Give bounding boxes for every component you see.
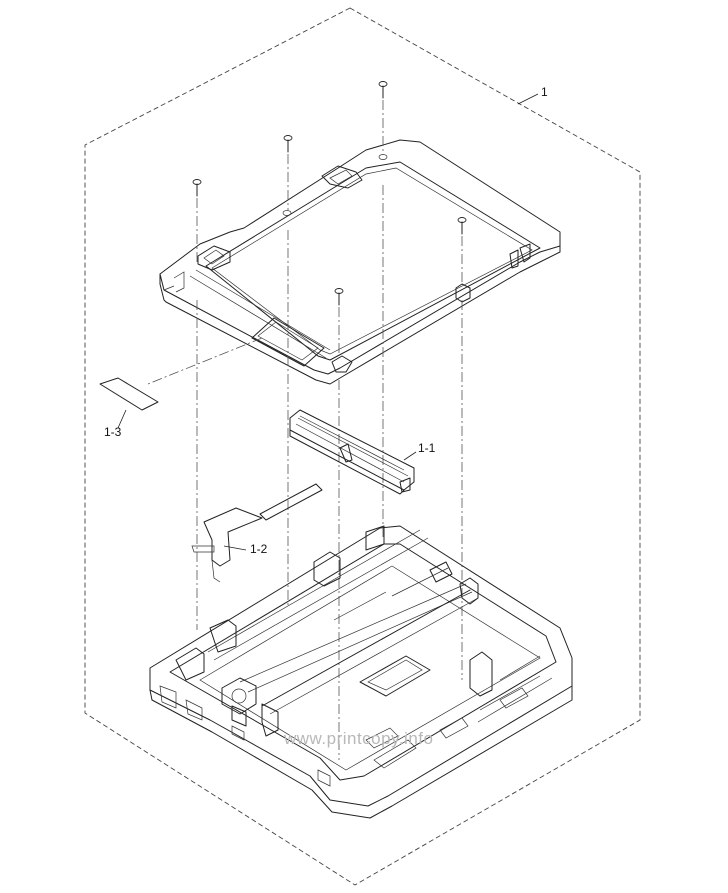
callout-1-1-leader	[403, 451, 417, 461]
screw-2-icon	[283, 135, 293, 153]
part-1-2-flat-cable	[191, 483, 323, 583]
screw-5-icon	[334, 288, 344, 306]
part-1-3-sticker	[99, 377, 159, 411]
callout-1-leader	[517, 93, 539, 105]
callout-1-3-leader	[117, 409, 127, 429]
callout-1-3-label: 1-3	[104, 425, 122, 439]
screw-3-icon	[192, 179, 202, 197]
lower-scanner-housing	[149, 525, 573, 819]
screw-4-icon	[457, 217, 467, 235]
assembly-boundary	[84, 7, 641, 886]
watermark-text: www.printcopy.info	[283, 729, 433, 748]
screw-icons	[192, 81, 467, 306]
screw-1-icon	[378, 81, 388, 99]
scanner-top-frame	[159, 139, 561, 385]
part-1-1-scanner-unit	[289, 409, 415, 495]
callout-1-2-label: 1-2	[250, 542, 268, 556]
assembly-center-lines	[147, 100, 463, 760]
callout-1-1-label: 1-1	[418, 441, 436, 455]
callout-1-2-leader	[223, 545, 247, 551]
callout-1-label: 1	[541, 85, 548, 99]
